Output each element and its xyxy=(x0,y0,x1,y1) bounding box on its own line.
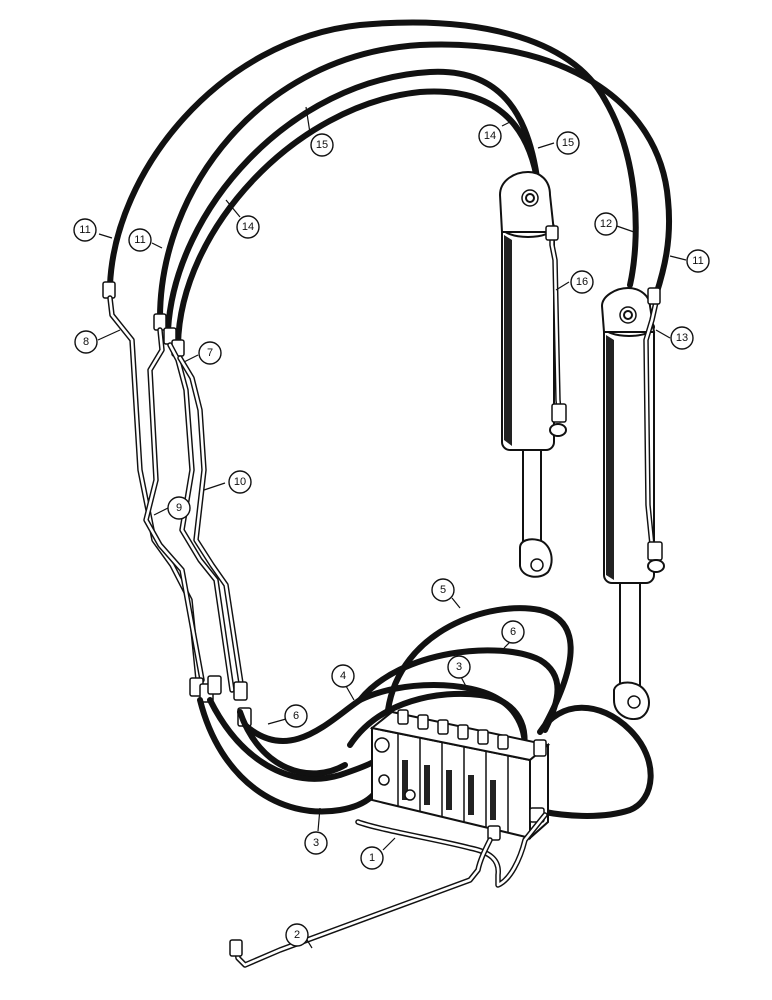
callout-3-lower: 3 xyxy=(304,831,328,855)
cylinder-left xyxy=(498,170,567,578)
callout-5: 5 xyxy=(431,578,455,602)
callout-4: 4 xyxy=(331,664,355,688)
callout-label: 9 xyxy=(176,502,182,514)
hose-3-upper xyxy=(347,690,528,758)
callout-label: 11 xyxy=(692,255,703,267)
callout-3-upper: 3 xyxy=(447,655,471,679)
upper-hoses xyxy=(107,19,673,348)
callout-16: 16 xyxy=(570,270,594,294)
callout-8: 8 xyxy=(74,330,98,354)
tube-2 xyxy=(229,837,493,968)
callout-10: 10 xyxy=(228,470,252,494)
cylinder-rod xyxy=(619,579,641,696)
cylinder-right xyxy=(600,286,665,720)
callout-label: 15 xyxy=(316,139,328,151)
callout-label: 8 xyxy=(83,336,89,348)
fitting xyxy=(207,675,222,695)
fitting xyxy=(229,939,243,957)
hose-14 xyxy=(165,68,541,333)
callout-label: 6 xyxy=(510,626,516,638)
hose-11-left xyxy=(157,41,673,321)
callout-label: 7 xyxy=(207,347,213,359)
callout-11-left: 11 xyxy=(128,228,152,252)
callout-15-right: 15 xyxy=(556,131,580,155)
tube-1 xyxy=(355,812,548,888)
callout-12-right: 12 xyxy=(594,212,618,236)
callout-label: 14 xyxy=(242,221,254,233)
fitting xyxy=(233,681,248,701)
callout-label: 14 xyxy=(484,130,496,142)
callout-15-left: 15 xyxy=(310,133,334,157)
callout-14-right: 14 xyxy=(478,124,502,148)
callout-13: 13 xyxy=(670,326,694,350)
callout-label: 4 xyxy=(340,670,346,682)
callout-2: 2 xyxy=(285,923,309,947)
callout-label: 2 xyxy=(294,929,300,941)
callout-label: 16 xyxy=(576,276,588,288)
callout-label: 11 xyxy=(134,234,145,246)
callout-label: 13 xyxy=(676,332,688,344)
steel-tubes xyxy=(107,295,245,693)
callout-label: 11 xyxy=(79,224,90,236)
callout-label: 6 xyxy=(293,710,299,722)
callout-6-left: 6 xyxy=(284,704,308,728)
cylinder-eye xyxy=(519,538,553,578)
callout-label: 10 xyxy=(234,476,246,488)
callout-14-left: 14 xyxy=(236,215,260,239)
hose-12-left xyxy=(107,19,639,288)
upper-left-fittings xyxy=(102,281,185,357)
hose-5 xyxy=(385,605,574,728)
callout-label: 1 xyxy=(369,852,375,864)
callout-12-left: 11 xyxy=(73,218,97,242)
hose-return xyxy=(537,704,654,819)
hose-15 xyxy=(175,88,541,348)
callout-7: 7 xyxy=(198,341,222,365)
callout-11-right: 11 xyxy=(686,249,710,273)
leader-lines xyxy=(97,106,687,949)
lower-hoses xyxy=(197,605,654,819)
callout-label: 3 xyxy=(313,837,319,849)
callout-6-right: 6 xyxy=(501,620,525,644)
callout-label: 12 xyxy=(600,218,612,230)
callouts: 11 11 15 14 14 15 12 11 16 13 8 7 10 9 5… xyxy=(73,124,710,947)
callout-label: 15 xyxy=(562,137,574,149)
callout-9: 9 xyxy=(167,496,191,520)
callout-1: 1 xyxy=(360,846,384,870)
callout-label: 3 xyxy=(456,661,462,673)
callout-label: 5 xyxy=(440,584,446,596)
